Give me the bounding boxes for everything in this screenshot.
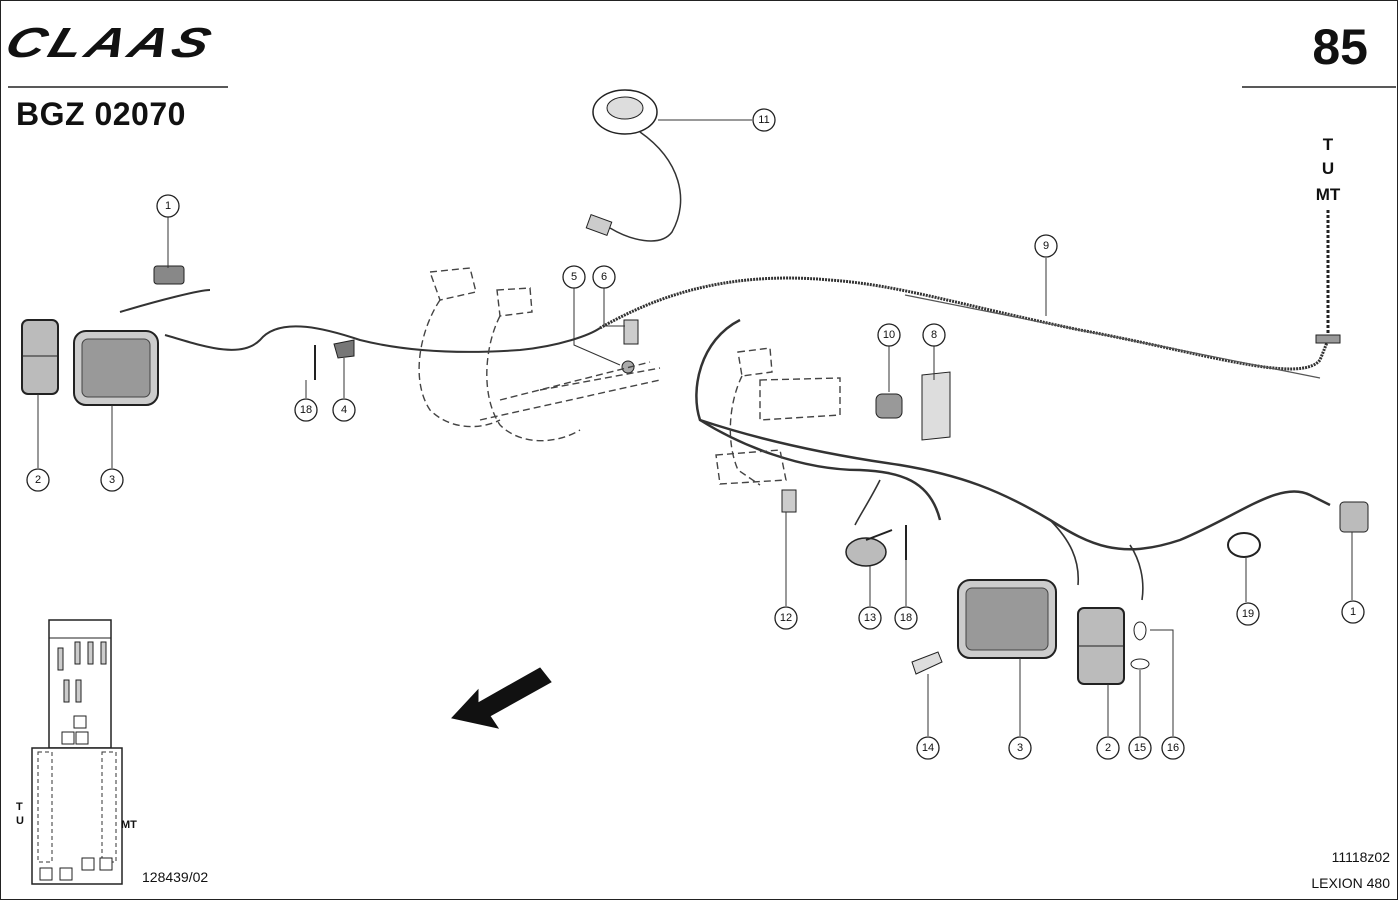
antenna-label-mt: MT — [1316, 185, 1341, 204]
marker-lamp-right — [1339, 501, 1369, 533]
svg-text:5: 5 — [571, 271, 577, 283]
callout-1-left: 1 — [156, 194, 180, 218]
callout-5: 5 — [562, 265, 586, 289]
callout-2-left: 2 — [26, 468, 50, 492]
bulb-15 — [1130, 658, 1150, 670]
svg-text:1: 1 — [165, 200, 171, 212]
svg-text:14: 14 — [922, 742, 934, 754]
svg-text:10: 10 — [883, 329, 895, 341]
svg-text:18: 18 — [900, 612, 912, 624]
harness-loop — [695, 318, 942, 521]
lower-harness-cable — [699, 418, 1331, 551]
inset-label-u: U — [16, 815, 24, 827]
harness-tails — [854, 479, 1144, 601]
svg-text:12: 12 — [780, 612, 792, 624]
callout-4: 4 — [332, 398, 356, 422]
antenna-base — [1315, 334, 1341, 344]
callout-19: 19 — [1236, 602, 1260, 626]
callout-6: 6 — [592, 265, 616, 289]
machine-model: LEXION 480 — [1311, 875, 1390, 891]
bulb-16 — [1133, 621, 1147, 641]
frame-outlines — [418, 267, 841, 486]
callout-leaders — [37, 119, 1353, 736]
callout-1-right: 1 — [1341, 600, 1365, 624]
bracket-8 — [921, 371, 951, 441]
svg-text:3: 3 — [1017, 742, 1023, 754]
callout-18-left: 18 — [294, 398, 318, 422]
switch-11-top — [606, 96, 644, 120]
marker-lamp-left — [153, 265, 185, 285]
horn-13-bracket — [865, 529, 893, 541]
callout-9: 9 — [1034, 234, 1058, 258]
callout-10: 10 — [877, 323, 901, 347]
horn-13 — [845, 537, 887, 567]
svg-text:9: 9 — [1043, 240, 1049, 252]
direction-arrow-icon — [451, 667, 552, 729]
svg-text:4: 4 — [341, 404, 347, 416]
left-harness-cable — [119, 289, 601, 353]
svg-text:2: 2 — [1105, 742, 1111, 754]
svg-text:15: 15 — [1134, 742, 1146, 754]
inset-label-t: T — [16, 801, 23, 813]
antenna-label-t: T — [1323, 135, 1334, 154]
svg-text:11: 11 — [758, 114, 769, 126]
antenna-label-u: U — [1322, 159, 1334, 178]
switch-11-cable — [609, 131, 682, 242]
clip-4 — [333, 339, 355, 359]
svg-text:18: 18 — [300, 404, 312, 416]
callout-11: 11 — [752, 108, 776, 132]
plug-12 — [781, 489, 797, 513]
svg-text:2: 2 — [35, 474, 41, 486]
svg-text:3: 3 — [109, 474, 115, 486]
callout-15: 15 — [1128, 736, 1152, 760]
callout-2-right: 2 — [1096, 736, 1120, 760]
callout-3-left: 3 — [100, 468, 124, 492]
work-light-right-lens — [965, 587, 1049, 651]
page-number: 85 — [1312, 19, 1368, 75]
callout-14: 14 — [916, 736, 940, 760]
callout-12: 12 — [774, 606, 798, 630]
assembly-code: BGZ 02070 — [16, 96, 186, 132]
svg-text:19: 19 — [1242, 608, 1254, 620]
svg-text:1: 1 — [1350, 606, 1356, 618]
svg-text:16: 16 — [1167, 742, 1179, 754]
switch-11-plug — [585, 214, 613, 236]
drawing-number: 11118z02 — [1331, 849, 1390, 865]
relay-10 — [875, 393, 903, 419]
callout-18-right: 18 — [894, 606, 918, 630]
plug-6 — [623, 319, 639, 345]
svg-text:6: 6 — [601, 271, 607, 283]
callout-16: 16 — [1161, 736, 1185, 760]
tail-lamp-left — [21, 319, 59, 395]
work-light-left-lens — [81, 338, 151, 398]
inset-label-mt: MT — [121, 819, 137, 831]
document-reference: 128439/02 — [142, 869, 209, 885]
main-harness-cable — [599, 276, 1330, 371]
svg-text:8: 8 — [931, 329, 937, 341]
callout-8: 8 — [922, 323, 946, 347]
callout-13: 13 — [858, 606, 882, 630]
bulb-14 — [911, 651, 943, 675]
svg-text:13: 13 — [864, 612, 876, 624]
clamp-19 — [1227, 532, 1261, 558]
inset-electrical-box — [31, 619, 123, 885]
harness-branch — [904, 294, 1321, 379]
callout-3-right: 3 — [1008, 736, 1032, 760]
